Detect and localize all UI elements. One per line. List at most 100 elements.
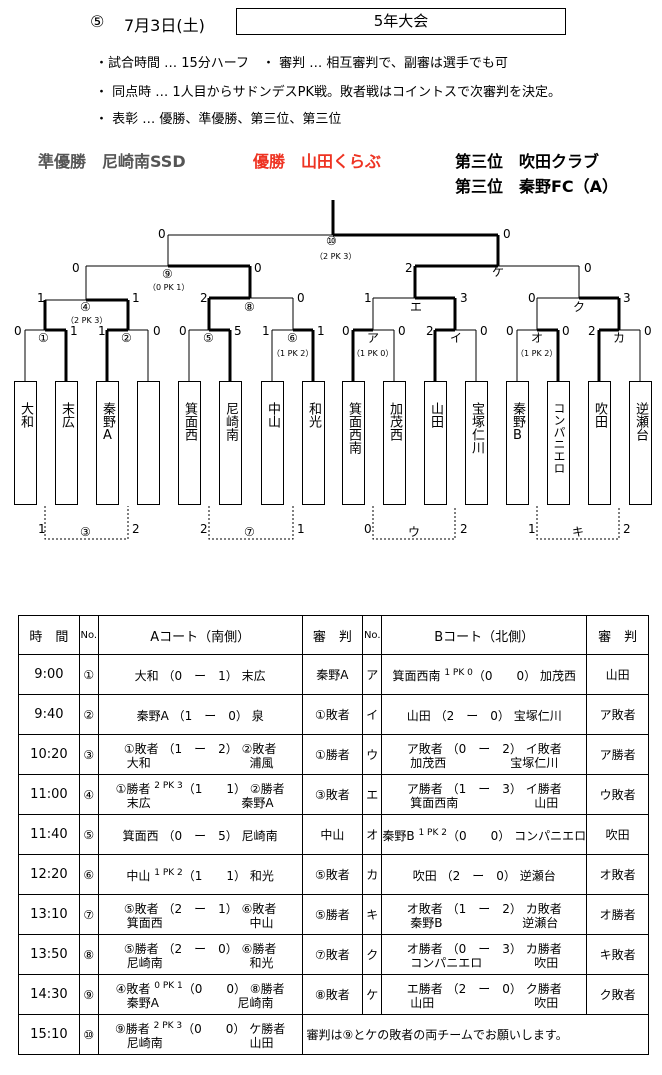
score: 0 bbox=[506, 324, 514, 338]
team-box: 中山 bbox=[261, 381, 284, 505]
score: （2 ー 0） bbox=[446, 982, 522, 996]
rule-line: ・試合時間 … 15分ハーフ ・ 審判 … 相互審判で、副審は選手でも可 bbox=[95, 56, 508, 71]
match-no: オ bbox=[362, 814, 383, 855]
pk-result: 1 PK 2 bbox=[418, 828, 447, 838]
score: （0 ー 2） bbox=[446, 742, 522, 756]
score: 1 bbox=[317, 324, 325, 338]
match-cell-content: ⑤勝者 （2 ー 0） ⑥勝者 bbox=[99, 939, 302, 956]
header-title: 5年大会 bbox=[236, 8, 566, 35]
match-cell-content: オ敗者 （1 ー 2） カ敗者 bbox=[382, 899, 586, 916]
col-header: Aコート（南側） bbox=[97, 615, 303, 655]
note-cell: 審判は⑨とケの敗者の両チームでお願いします。 bbox=[301, 1014, 650, 1055]
score: 0 bbox=[503, 227, 511, 241]
team-1: オ敗者 bbox=[406, 902, 443, 916]
score: 0 bbox=[179, 324, 187, 338]
score: 0 bbox=[584, 261, 592, 275]
score: （0 ー 5） bbox=[162, 829, 238, 843]
match-label: ケ bbox=[492, 265, 504, 279]
court-b-match: 秦野B 1 PK 2（0 0） コンパニエロ bbox=[381, 814, 588, 855]
team-box: 大和 bbox=[14, 381, 37, 505]
match-no: ③ bbox=[78, 734, 99, 775]
time-cell: 15:10 bbox=[18, 1014, 80, 1055]
team-2: 加茂西 bbox=[539, 669, 576, 683]
score: （0 0） bbox=[472, 669, 537, 683]
score: （1 ー 2） bbox=[162, 742, 238, 756]
score: 1 bbox=[98, 324, 106, 338]
team-2: 尼崎南 bbox=[241, 829, 278, 843]
score: 2 bbox=[132, 522, 140, 536]
team-2: イ敗者 bbox=[525, 742, 562, 756]
score: （2 ー 0） bbox=[440, 869, 516, 883]
score: （1 1） bbox=[182, 869, 247, 883]
tournament-bracket: ⑩ （2 PK 3） 0 0 ⑨ （0 PK 1） 0 0 ケ 2 0 ④ （2… bbox=[14, 200, 652, 540]
referee-b: オ敗者 bbox=[586, 854, 649, 895]
score: 0 bbox=[342, 324, 350, 338]
pk-label: （2 PK 3） bbox=[66, 316, 107, 325]
team-box: 加茂西 bbox=[383, 381, 406, 505]
court-a-match: 箕面西 （0 ー 5） 尼崎南 bbox=[97, 814, 303, 855]
score: 2 bbox=[588, 324, 596, 338]
match-cell-content: ア勝者 （1 ー 3） イ勝者 bbox=[382, 779, 586, 796]
team-box: 吹田 bbox=[588, 381, 611, 505]
rule-line: ・ 同点時 … 1人目からサドンデスPK戦。敗者戦はコイントスで次審判を決定。 bbox=[95, 85, 562, 100]
match-no: ⑦ bbox=[78, 894, 99, 935]
referee-b: ア敗者 bbox=[586, 694, 649, 735]
team-1-sub: 秦野B bbox=[410, 916, 443, 930]
team-2: ケ勝者 bbox=[249, 1022, 286, 1036]
team-1: ア勝者 bbox=[406, 782, 443, 796]
team-1-sub: 箕面西南 bbox=[410, 796, 459, 810]
match-label: ⑧ bbox=[244, 300, 255, 314]
table-header-row: 時 間 No. Aコート（南側） 審 判 No. Bコート（北側） 審 判 bbox=[18, 615, 649, 655]
team-1-sub: 加茂西 bbox=[410, 756, 447, 770]
team-2-sub: 山田 bbox=[534, 796, 559, 810]
court-a-match: ⑨勝者 2 PK 3（0 0） ケ勝者尼崎南山田 bbox=[97, 1014, 303, 1055]
team-2: ②勝者 bbox=[249, 782, 285, 796]
score: 2 bbox=[426, 324, 434, 338]
team-box: 秦野A bbox=[96, 381, 119, 505]
pk-label: （2 PK 3） bbox=[315, 252, 356, 261]
score: 2 bbox=[623, 522, 631, 536]
team-box: 逆瀬台 bbox=[629, 381, 652, 505]
match-cell-content: 秦野B 1 PK 2（0 0） コンパニエロ bbox=[382, 826, 586, 843]
match-label: ⑤ bbox=[203, 331, 214, 345]
score: （0 ー 3） bbox=[446, 942, 522, 956]
team-1: ⑨勝者 bbox=[115, 1022, 150, 1036]
team-2-sub: 宝塚仁川 bbox=[510, 756, 559, 770]
team-1: 箕面西南 bbox=[392, 669, 441, 683]
score: （0 0） bbox=[182, 982, 247, 996]
referee-a: ⑧敗者 bbox=[301, 974, 364, 1015]
team-2-sub: 吹田 bbox=[534, 996, 559, 1010]
score: 1 bbox=[132, 291, 140, 305]
team-box: 宝塚仁川 bbox=[465, 381, 488, 505]
time-cell: 12:20 bbox=[18, 854, 80, 895]
score: 2 bbox=[200, 522, 208, 536]
match-cell-content: ④敗者 0 PK 1（0 0） ⑧勝者 bbox=[99, 979, 302, 996]
match-cell-content: 山田 （2 ー 0） 宝塚仁川 bbox=[382, 706, 586, 723]
pk-result: 2 PK 3 bbox=[153, 1021, 183, 1031]
score: 2 bbox=[200, 291, 208, 305]
referee-b: 山田 bbox=[586, 654, 649, 695]
schedule-table: 時 間 No. Aコート（南側） 審 判 No. Bコート（北側） 審 判 9:… bbox=[18, 615, 650, 1055]
referee-b: ア勝者 bbox=[586, 734, 649, 775]
col-header: 審 判 bbox=[586, 615, 649, 655]
time-cell: 10:20 bbox=[18, 734, 80, 775]
match-no: ⑤ bbox=[78, 814, 99, 855]
team-1-sub: 山田 bbox=[410, 996, 435, 1010]
team-box: 和光 bbox=[302, 381, 325, 505]
score: 1 bbox=[364, 291, 372, 305]
match-no: ⑧ bbox=[78, 934, 99, 975]
score: 1 bbox=[37, 291, 45, 305]
score: 2 bbox=[460, 522, 468, 536]
pk-label: （1 PK 0） bbox=[352, 349, 393, 358]
match-cell-content: ⑤敗者 （2 ー 1） ⑥敗者 bbox=[99, 899, 302, 916]
col-header: 時 間 bbox=[18, 615, 80, 655]
team-box: 尼崎南 bbox=[219, 381, 242, 505]
match-label: イ bbox=[450, 331, 462, 345]
team-2: ⑥敗者 bbox=[241, 902, 277, 916]
